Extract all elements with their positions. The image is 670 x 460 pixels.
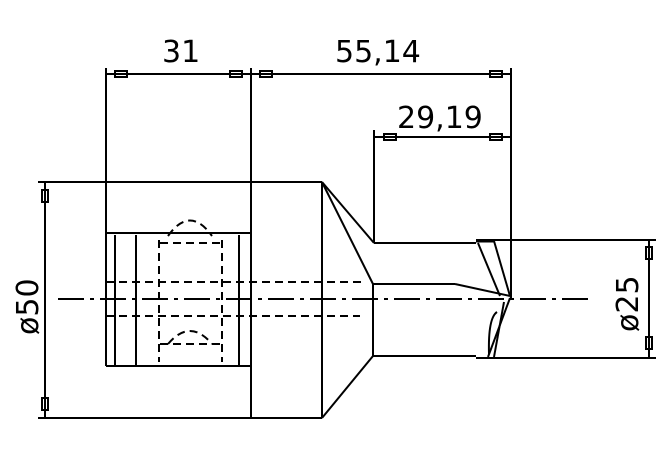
insert	[487, 311, 498, 355]
dim-label-31: 31	[162, 35, 200, 70]
arrow-icon	[229, 70, 243, 78]
arrow-icon	[383, 133, 397, 141]
arrow-icon	[645, 336, 653, 350]
arrow-icon	[489, 133, 503, 141]
chamfer-line	[321, 181, 374, 285]
arrow-icon	[114, 70, 128, 78]
dim-label-55-14: 55,14	[335, 35, 421, 70]
dim-label-29-19: 29,19	[397, 101, 483, 136]
arrow-icon	[41, 397, 49, 411]
insert	[493, 240, 511, 297]
insert	[493, 301, 505, 358]
hidden-line	[167, 219, 213, 237]
arrow-icon	[259, 70, 273, 78]
chamfer-line	[321, 355, 374, 419]
hidden-line	[167, 330, 213, 345]
dim-label-d50: ø50	[11, 278, 46, 335]
insert	[477, 242, 501, 297]
chamfer-line	[321, 181, 375, 244]
dim-label-d25: ø25	[611, 275, 646, 332]
arrow-icon	[41, 189, 49, 203]
step-edge	[454, 283, 511, 297]
arrow-icon	[645, 246, 653, 260]
arrow-icon	[489, 70, 503, 78]
